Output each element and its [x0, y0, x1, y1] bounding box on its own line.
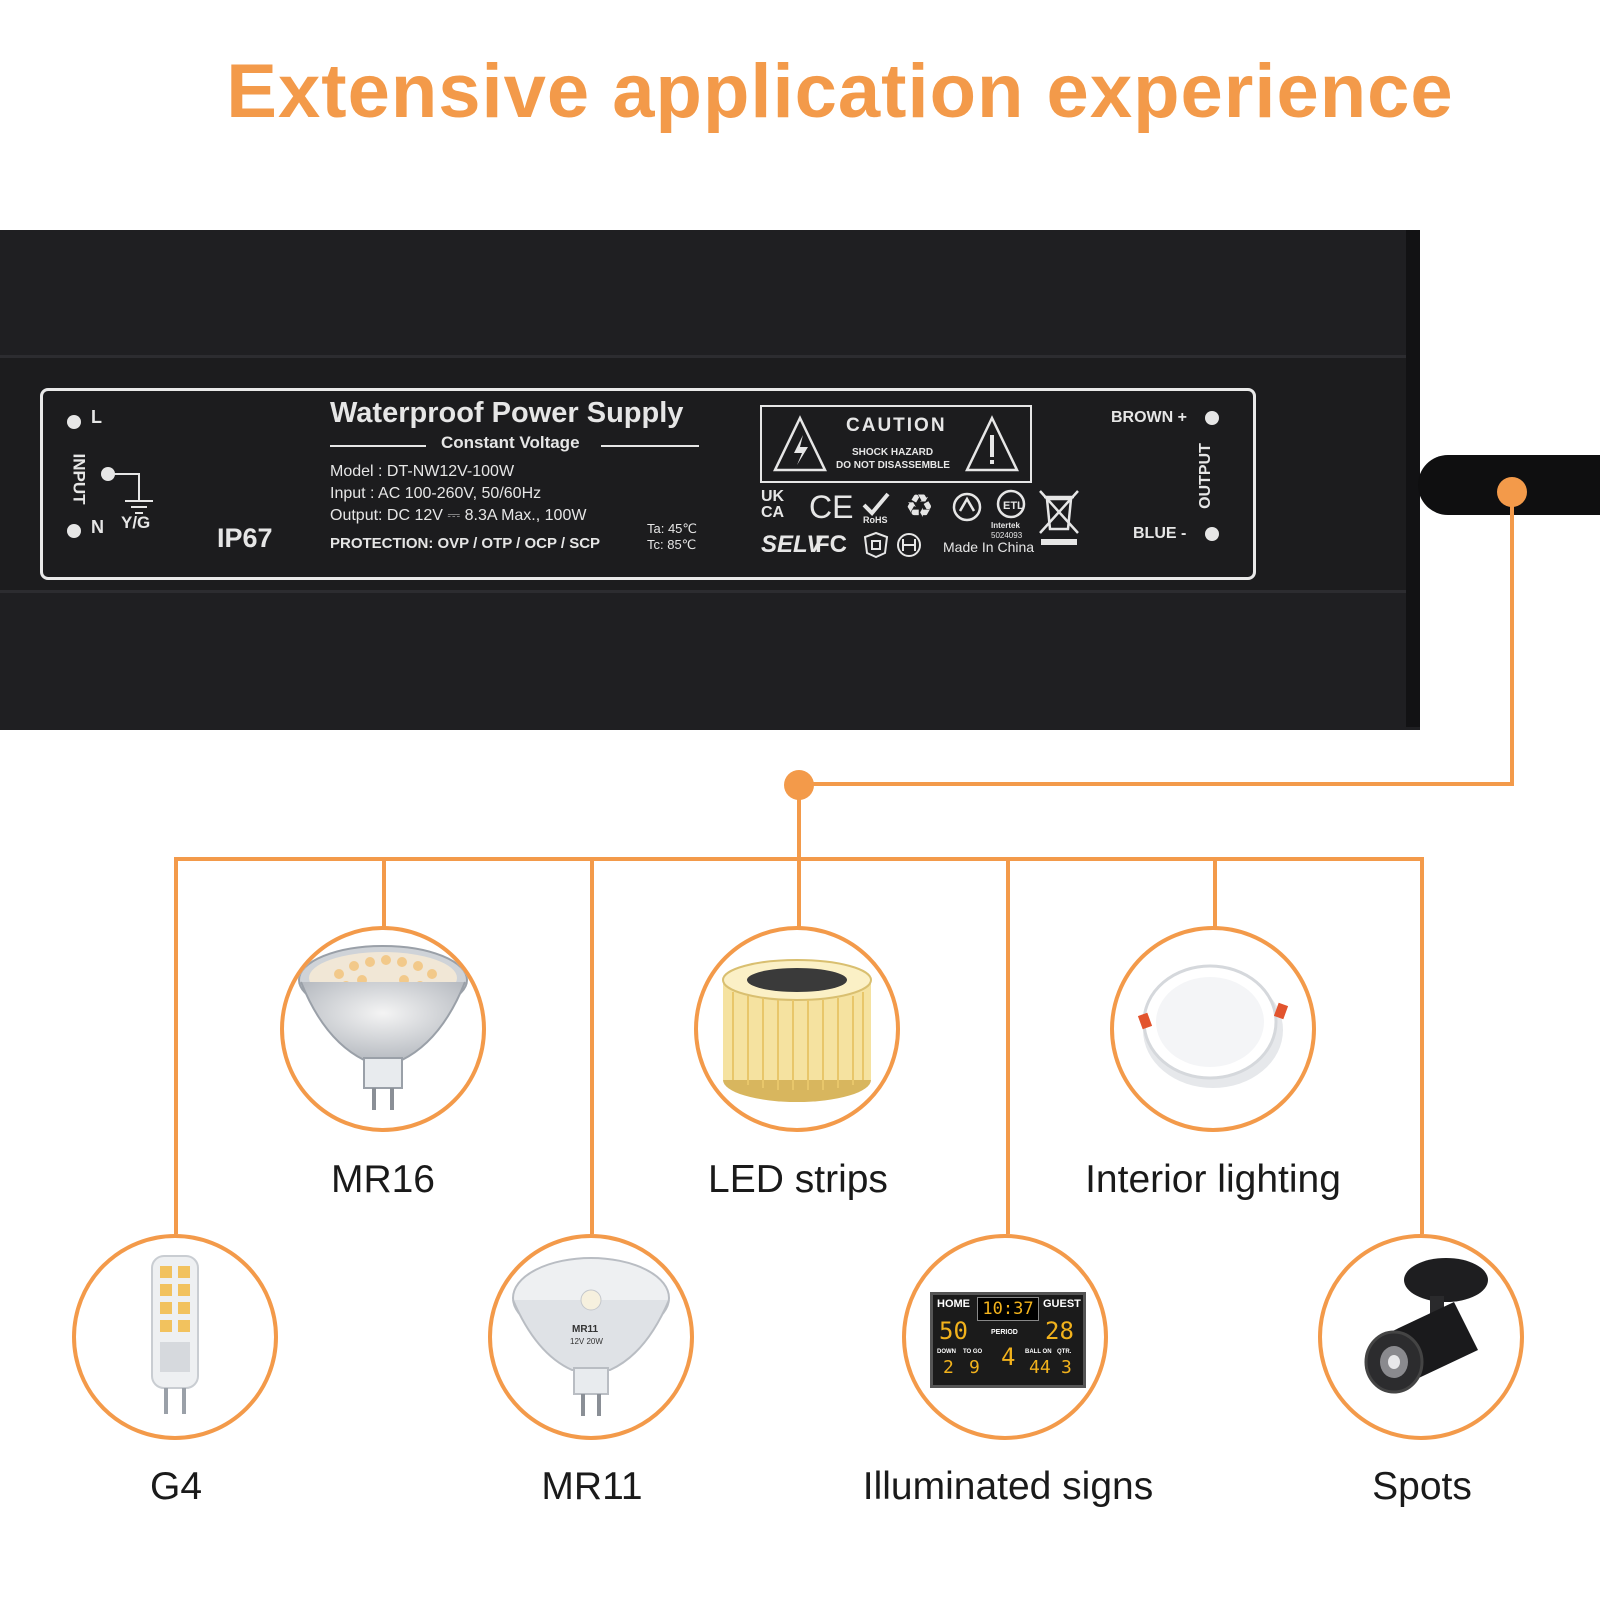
terminal-n-label: N: [91, 517, 104, 537]
terminal-l-label: L: [91, 407, 102, 427]
mr11-circle: MR11 12V 20W: [488, 1234, 694, 1440]
interior-lighting-circle: [1110, 926, 1316, 1132]
connector-line: [590, 857, 594, 1234]
mr16-circle: [280, 926, 486, 1132]
downlight-icon: [1137, 964, 1289, 1088]
protection-spec: PROTECTION: OVP / OTP / OCP / SCP: [330, 535, 601, 552]
scoreboard-icon: HOME 10:37 GUEST 50 PERIOD 28 DOWN TO GO…: [930, 1292, 1086, 1388]
terminal-l-dot: [67, 415, 81, 429]
input-spec: Input : AC 100-260V, 50/60Hz: [330, 485, 542, 502]
g4-bulb-icon: [151, 1255, 199, 1414]
led-strip-circle: [694, 926, 900, 1132]
etl-mark-icon: ETL: [996, 489, 1026, 519]
blue-wire-label: BLUE -: [1133, 525, 1187, 542]
spots-caption: Spots: [1372, 1465, 1472, 1508]
class-mark-icon: [863, 531, 889, 559]
intertek-number: 5024093: [991, 531, 1023, 540]
connector-line: [797, 857, 801, 928]
brown-wire-label: BROWN +: [1111, 409, 1187, 426]
mr11-spec-print: 12V 20W: [570, 1337, 603, 1346]
connector-line: [382, 857, 386, 928]
model-spec: Model : DT-NW12V-100W: [330, 463, 515, 480]
psu-label-plate: L INPUT N Y/G IP67 Waterproof Power Supp…: [40, 388, 1256, 580]
selv-mark: SELV: [761, 531, 823, 558]
mr11-caption: MR11: [541, 1465, 643, 1508]
mr16-bulb-icon: [298, 945, 468, 1110]
product-title: Waterproof Power Supply: [330, 397, 684, 429]
mr11-bulb-icon: MR11 12V 20W: [512, 1257, 670, 1416]
connector-line: [174, 857, 178, 1234]
connector-line: [1006, 857, 1010, 1234]
connector-line: [800, 782, 1514, 786]
rohs-check-icon: [862, 492, 890, 516]
caution-box: CAUTION SHOCK HAZARD DO NOT DISASSEMBLE: [760, 405, 1032, 483]
input-side-label: INPUT: [69, 453, 89, 505]
g4-circle: [72, 1234, 278, 1440]
recycle-icon: ♻: [905, 488, 934, 524]
connector-line: [797, 785, 801, 857]
ground-icon: [111, 473, 153, 514]
illuminated-signs-circle: HOME 10:37 GUEST 50 PERIOD 28 DOWN TO GO…: [902, 1234, 1108, 1440]
mr16-caption: MR16: [330, 1158, 436, 1201]
terminal-n-dot: [67, 524, 81, 538]
mr11-print: MR11: [572, 1324, 599, 1335]
ip-rating: IP67: [217, 523, 273, 553]
fc-mark: FC: [815, 531, 847, 558]
spots-circle: [1318, 1234, 1524, 1440]
ta-rating: Ta: 45℃: [647, 521, 698, 536]
g4-caption: G4: [149, 1465, 203, 1508]
spotlight-icon: [1364, 1258, 1488, 1394]
transformer-mark-icon: [897, 533, 921, 557]
ground-label: Y/G: [121, 513, 151, 532]
ground-terminal-dot: [101, 467, 115, 481]
interior-lighting-caption: Interior lighting: [1085, 1158, 1341, 1201]
rohs-mark: RoHS: [863, 515, 888, 525]
blue-terminal-dot: [1205, 527, 1219, 541]
svg-text:ETL: ETL: [1003, 500, 1024, 512]
product-subtitle: Constant Voltage: [441, 433, 580, 452]
led-strip-reel-icon: [722, 959, 872, 1102]
power-supply-unit: [0, 230, 1420, 730]
ce-mark: CE: [809, 489, 854, 525]
do-not-disassemble-text: DO NOT DISASSEMBLE: [836, 460, 950, 471]
intertek-label: Intertek: [991, 521, 1020, 530]
safety-mark-icon: [952, 492, 982, 522]
led-strips-caption: LED strips: [708, 1158, 888, 1201]
brown-terminal-dot: [1205, 411, 1219, 425]
shock-hazard-text: SHOCK HAZARD: [852, 447, 934, 458]
page-title: Extensive application experience: [226, 49, 1454, 134]
connector-line: [1420, 857, 1424, 1234]
tc-rating: Tc: 85℃: [647, 537, 697, 552]
caution-heading: CAUTION: [846, 415, 947, 436]
illuminated-signs-caption: Illuminated signs: [862, 1465, 1154, 1508]
weee-bin-icon: [1039, 490, 1079, 545]
made-in-label: Made In China: [943, 539, 1035, 555]
connector-line: [1213, 857, 1217, 928]
warning-icon: [965, 415, 1019, 472]
output-side-label: OUTPUT: [1196, 443, 1214, 509]
output-spec: Output: DC 12V ⎓ 8.3A Max., 100W: [330, 507, 587, 524]
connector-line: [1510, 492, 1514, 786]
electric-hazard-icon: [773, 415, 827, 472]
